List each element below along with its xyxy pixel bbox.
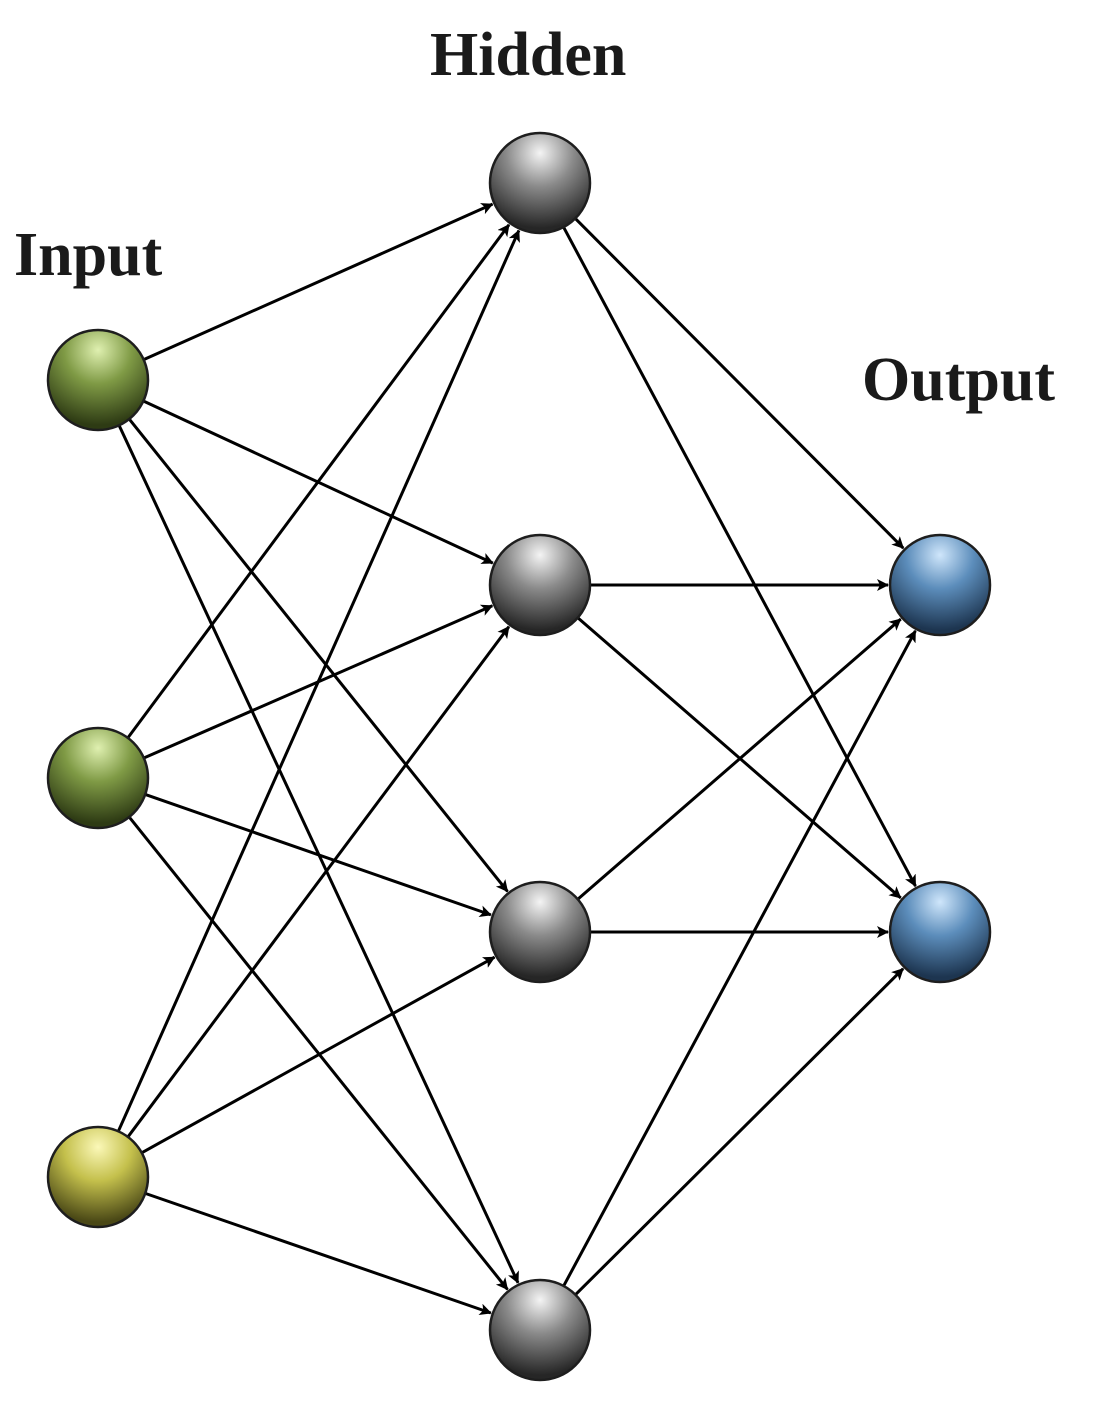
input-node-2	[46, 726, 150, 830]
edge-hidden-1-to-output-2	[562, 226, 917, 888]
hidden-node-1	[488, 131, 592, 235]
hidden-node-4	[488, 1278, 592, 1382]
edge-input-3-to-hidden-1	[116, 229, 521, 1132]
edge-input-1-to-hidden-1	[143, 202, 494, 362]
input-layer-label: Input	[14, 221, 163, 289]
edge-input-2-to-hidden-3	[144, 793, 492, 917]
edge-input-3-to-hidden-2	[126, 625, 511, 1138]
input-node-1	[46, 328, 150, 432]
neuron-nodes	[46, 131, 992, 1382]
hidden-node-3	[488, 880, 592, 984]
edge-input-1-to-hidden-3	[128, 418, 509, 893]
edge-hidden-1-to-output-1	[574, 217, 905, 550]
edge-hidden-4-to-output-1	[562, 629, 917, 1287]
output-node-1	[888, 533, 992, 637]
edge-input-3-to-hidden-3	[141, 955, 496, 1155]
connection-edges	[116, 202, 917, 1316]
edge-input-3-to-hidden-4	[144, 1191, 492, 1316]
edge-hidden-3-to-output-1	[576, 617, 902, 901]
output-layer-label: Output	[862, 346, 1055, 414]
edge-hidden-4-to-output-2	[574, 967, 905, 1296]
input-node-3	[46, 1125, 150, 1229]
edge-input-2-to-hidden-1	[126, 223, 511, 739]
output-node-2	[888, 880, 992, 984]
hidden-layer-label: Hidden	[430, 21, 626, 89]
hidden-node-2	[488, 533, 592, 637]
